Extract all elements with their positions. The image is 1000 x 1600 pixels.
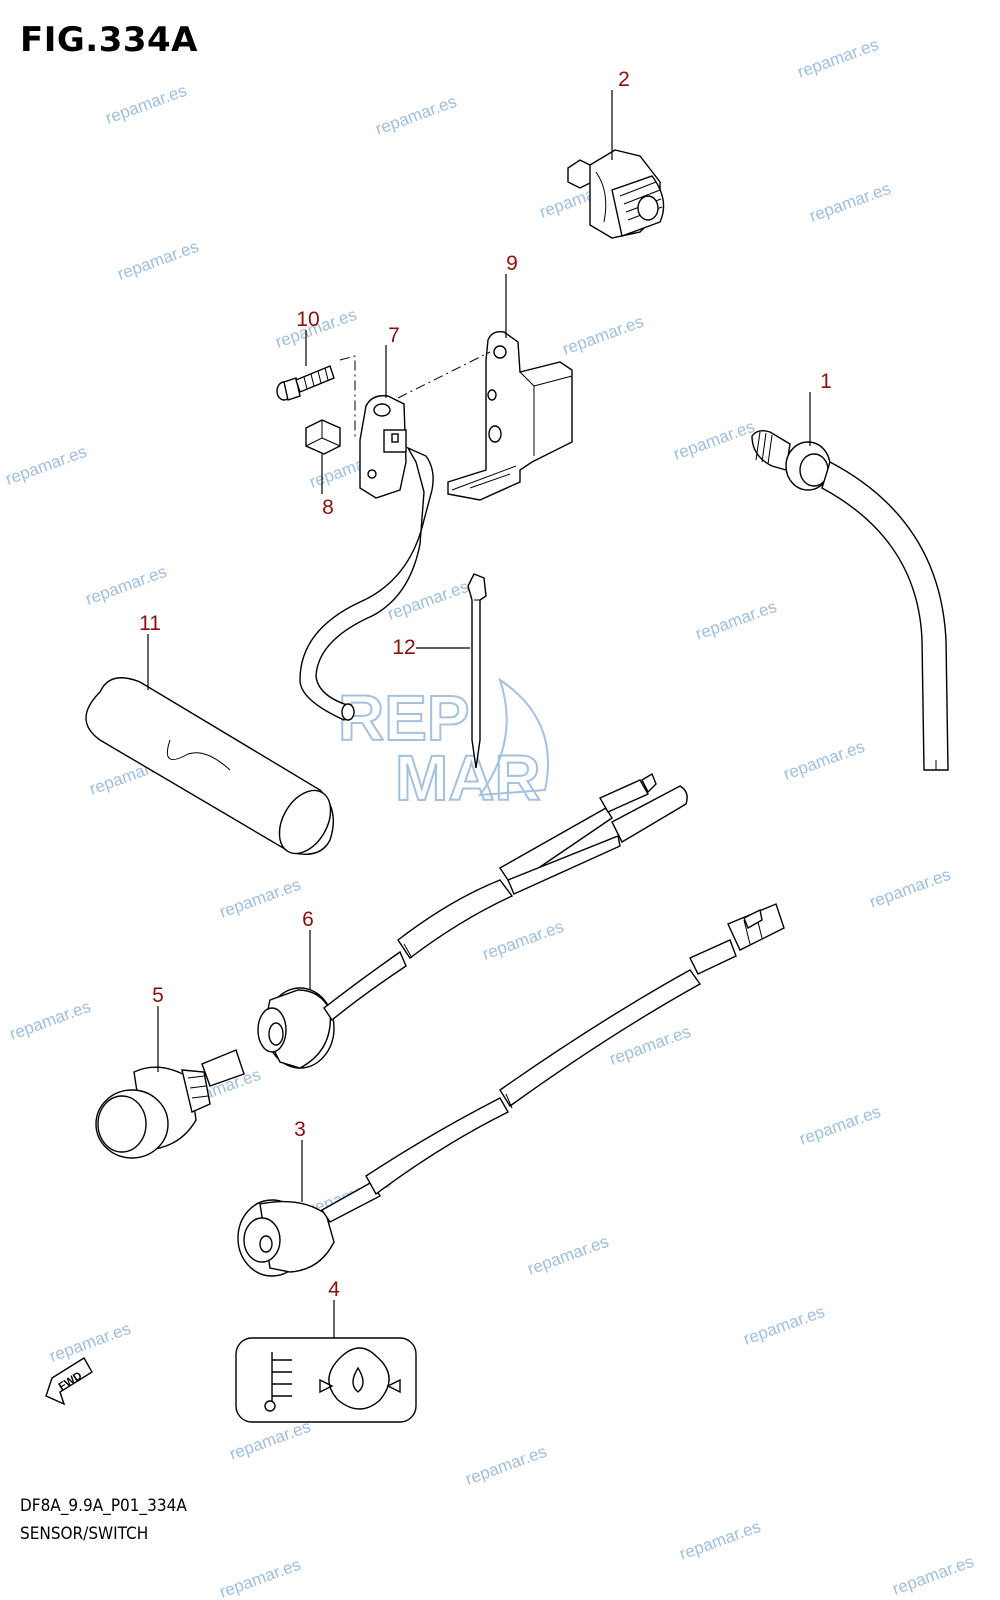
watermark-text: repamar.es <box>741 1302 827 1349</box>
watermark-text: repamar.es <box>47 1319 133 1366</box>
watermark-text: repamar.es <box>83 562 169 609</box>
part-4-label[interactable] <box>235 1337 417 1423</box>
callout-8: 8 <box>322 496 334 519</box>
watermark-text: repamar.es <box>807 179 893 226</box>
callout-numbers: 1 2 3 4 5 6 7 8 9 10 11 12 <box>139 68 832 1301</box>
watermark-text: repamar.es <box>525 1232 611 1279</box>
callout-10: 10 <box>296 308 319 331</box>
part-12-cable-tie[interactable] <box>467 573 487 769</box>
callout-12: 12 <box>392 636 415 659</box>
sensor-3-lead <box>365 903 785 1196</box>
watermark-text: repamar.es <box>103 81 189 128</box>
watermark-text: repamar.es <box>115 237 201 284</box>
watermark-text: repamar.es <box>463 1442 549 1489</box>
watermark-text: repamar.es <box>217 875 303 922</box>
part-6-grommet[interactable] <box>257 987 335 1069</box>
callout-6: 6 <box>302 908 314 931</box>
watermark-text: repamar.es <box>373 92 459 139</box>
watermark-text: repamar.es <box>677 1517 763 1564</box>
watermark-text: repamar.es <box>227 1417 313 1464</box>
watermark-logo-text-top: REP <box>338 682 470 754</box>
watermark-text: repamar.es <box>3 442 89 489</box>
watermark-text: repamar.es <box>671 417 757 464</box>
callout-11: 11 <box>139 612 161 635</box>
assembly-line <box>339 355 356 440</box>
assembly-line <box>397 351 491 399</box>
watermark-sail-icon <box>477 677 549 797</box>
watermark-text: repamar.es <box>797 1102 883 1149</box>
watermark-logo: REP MAR <box>337 677 549 815</box>
watermark-texts: repamar.es repamar.es repamar.es repamar… <box>3 35 976 1600</box>
part-10-screw[interactable] <box>276 365 335 401</box>
figure-subtitle: SENSOR/SWITCH <box>20 1524 149 1544</box>
leader-lines <box>147 90 811 1338</box>
watermark-text: repamar.es <box>7 997 93 1044</box>
watermark-text: repamar.es <box>560 312 646 359</box>
callout-9: 9 <box>506 252 518 275</box>
callout-5: 5 <box>152 984 164 1007</box>
part-11-tube[interactable] <box>85 677 341 863</box>
part-9-bracket[interactable] <box>447 330 573 501</box>
watermark-text: repamar.es <box>890 1552 976 1599</box>
watermark-text: repamar.es <box>781 737 867 784</box>
part-5-switch[interactable] <box>95 1049 245 1159</box>
watermark-logo-text-bottom: MAR <box>395 742 541 814</box>
callout-4: 4 <box>328 1278 340 1301</box>
figure-code: DF8A_9.9A_P01_334A <box>20 1496 187 1516</box>
callout-1: 1 <box>820 370 832 393</box>
part-7-switch[interactable] <box>299 395 434 721</box>
watermark-text: repamar.es <box>217 1555 303 1600</box>
callout-3: 3 <box>294 1118 306 1141</box>
switch-5-lead <box>323 772 688 1022</box>
callout-7: 7 <box>388 324 400 347</box>
callout-2: 2 <box>618 68 630 91</box>
part-3-sensor[interactable] <box>237 1181 381 1277</box>
part-2-sensor[interactable] <box>567 149 665 239</box>
watermark-text: repamar.es <box>480 917 566 964</box>
watermark-text: repamar.es <box>693 597 779 644</box>
watermark-text: repamar.es <box>795 35 881 82</box>
part-1-sensor[interactable] <box>751 429 949 771</box>
temperature-icon <box>271 1352 292 1408</box>
figure-title: FIG.334A <box>20 20 198 60</box>
part-8-nut[interactable] <box>305 419 341 455</box>
watermark-text: repamar.es <box>867 865 953 912</box>
